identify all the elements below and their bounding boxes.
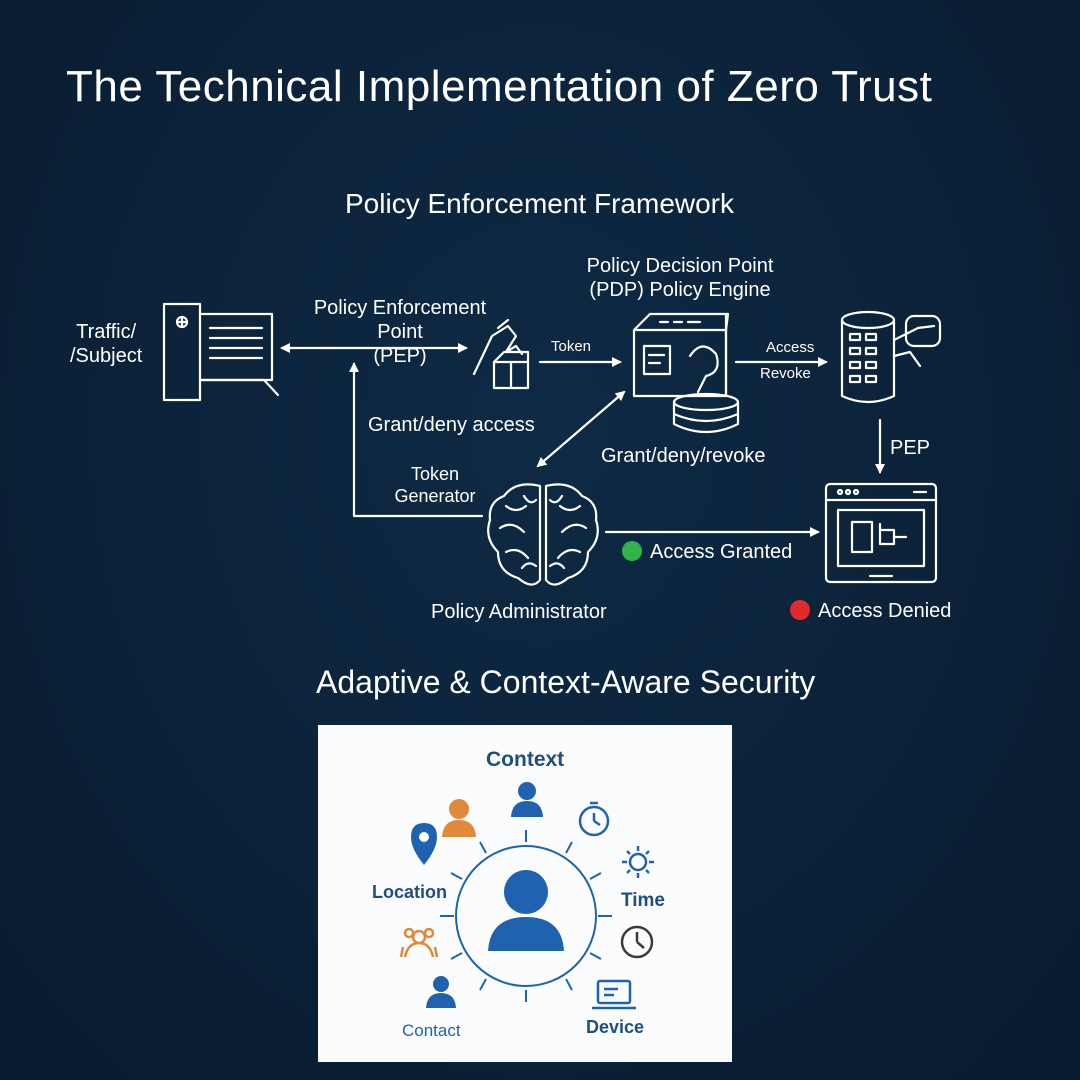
grant-deny-revoke-label: Grant/deny/revoke: [601, 445, 766, 467]
group-people-icon: [399, 927, 439, 958]
pep-label: Policy Enforcement Point (PEP): [313, 297, 487, 367]
green-dot-icon: [622, 541, 642, 561]
browser-window-icon: [824, 482, 938, 584]
device-label: Device: [586, 1017, 645, 1037]
adaptive-heading: Adaptive & Context-Aware Security: [316, 664, 816, 700]
subject-server-icon: [162, 302, 280, 402]
framework-diagram: [162, 302, 942, 586]
policy-administrator-label: Policy Administrator: [431, 601, 607, 623]
grant-deny-access-label: Grant/deny access: [368, 414, 535, 436]
pdp-label: Policy Decision Point (PDP) Policy Engin…: [586, 255, 774, 301]
sun-gear-icon: [622, 846, 654, 878]
revoke-edge-label: Revoke: [760, 365, 811, 382]
contact-user-icon: [426, 976, 456, 1008]
legend-denied-label: Access Denied: [818, 600, 952, 622]
token-generator-label: Token Generator: [394, 464, 476, 506]
context-user-icon: [511, 782, 543, 817]
context-illustration: [399, 782, 654, 1010]
framework-heading: Policy Enforcement Framework: [345, 188, 735, 219]
access-edge-label: Access: [766, 339, 815, 356]
subject-label: Traffic/ /Subject: [70, 321, 143, 367]
context-panel: Context Location Time Contact Device: [318, 725, 732, 1062]
token-edge-label: Token: [551, 338, 592, 355]
brain-icon: [487, 483, 599, 586]
clock-icon: [620, 925, 654, 959]
pdp-engine-icon: [632, 312, 740, 434]
center-user-icon: [488, 870, 564, 951]
location-label: Location: [372, 882, 447, 902]
pep-hand-icon: [472, 318, 530, 390]
legend-granted-label: Access Granted: [650, 541, 793, 563]
stopwatch-icon: [578, 801, 610, 837]
legend-access-denied: Access Denied: [790, 599, 951, 623]
contact-label: Contact: [402, 1021, 461, 1040]
orange-user-icon: [442, 799, 476, 837]
red-dot-icon: [790, 600, 810, 620]
legend-access-granted: Access Granted: [622, 540, 792, 564]
pep-right-label: PEP: [890, 437, 931, 459]
context-label: Context: [486, 748, 565, 771]
location-pin-icon: [411, 823, 437, 865]
time-label: Time: [621, 890, 666, 911]
database-icon: [840, 310, 942, 404]
laptop-icon: [592, 979, 636, 1010]
page-title: The Technical Implementation of Zero Tru…: [66, 62, 933, 111]
